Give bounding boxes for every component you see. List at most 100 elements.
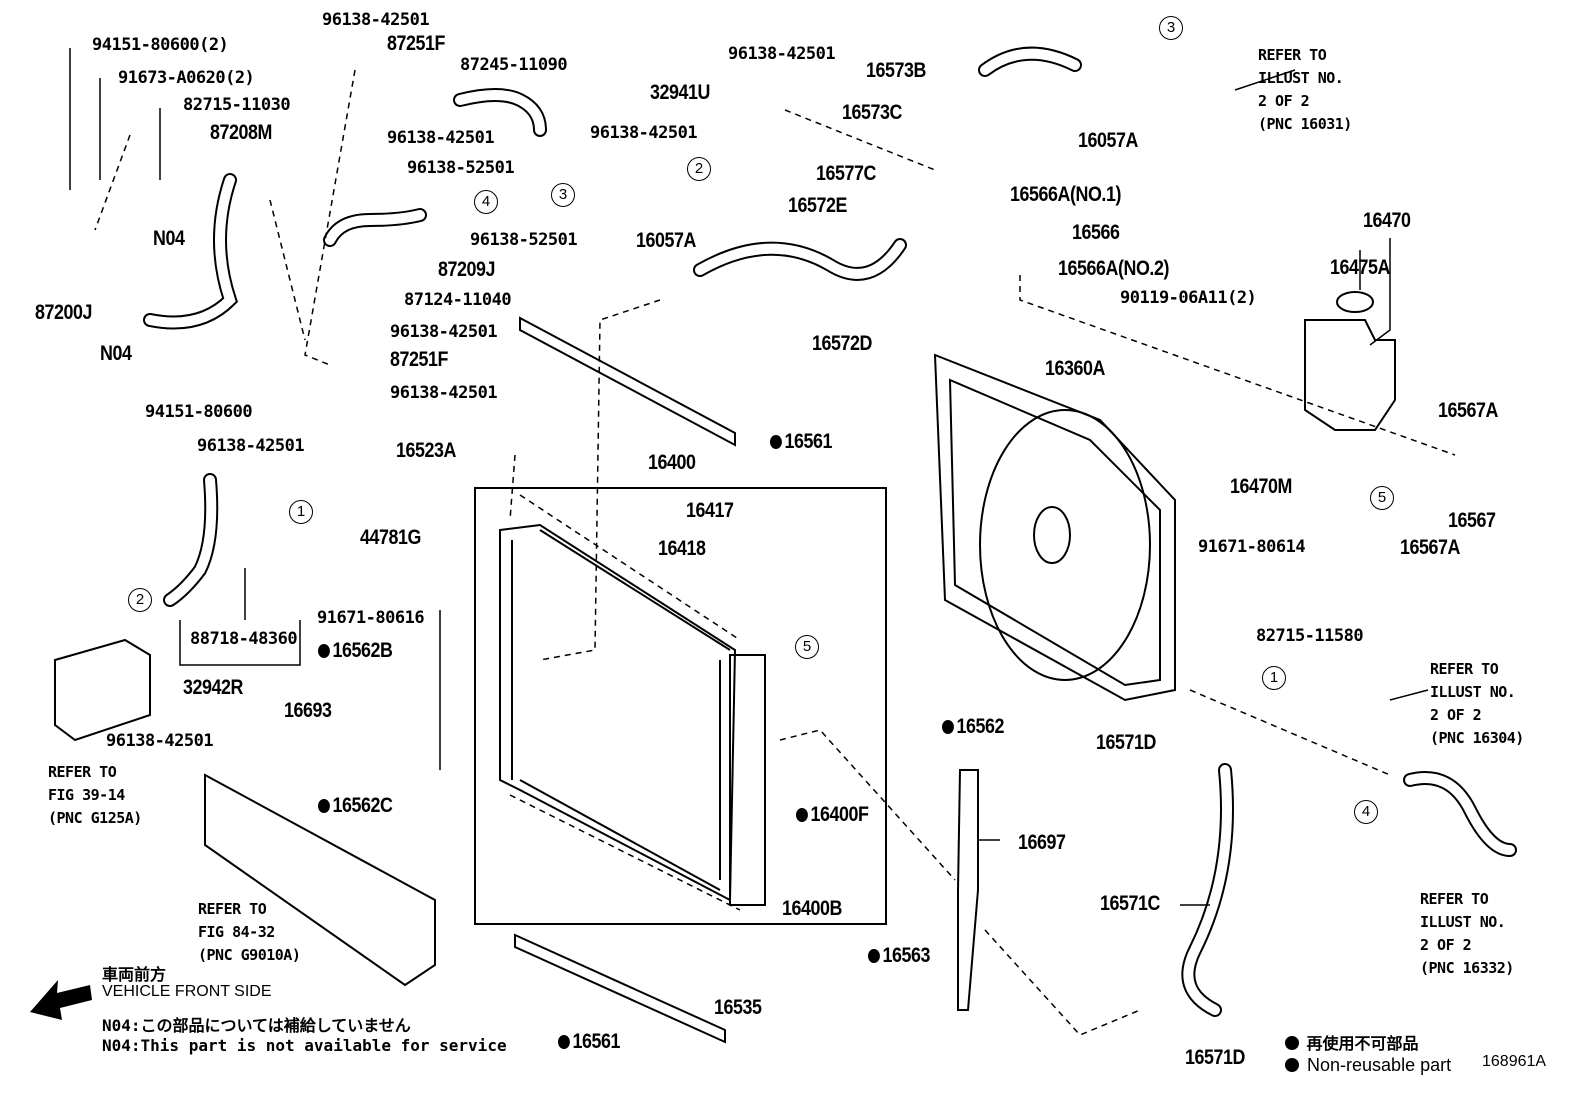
part-number-label: 96138-42501 [197,438,305,455]
part-number-text: REFER TO ILLUST NO. 2 OF 2 (PNC 16304) [1430,660,1524,747]
part-number-text: REFER TO FIG 39-14 (PNC G125A) [48,763,142,827]
part-number-label: 96138-52501 [470,232,578,249]
reference-note: REFER TO FIG 84-32 (PNC G9010A) [198,898,301,967]
part-number-text: 16567A [1438,399,1498,422]
part-number-label: 87208M [210,122,272,143]
part-number-text: 96138-42501 [387,128,495,148]
part-number-text: 16571D [1096,731,1156,754]
part-number-label: 16573B [866,60,926,81]
callout-marker: 3 [1159,16,1183,40]
part-number-label: 96138-42501 [322,12,430,29]
part-number-text: 16573B [866,59,926,82]
part-number-label: 16561 [770,431,832,452]
part-number-text: 16475A [1330,256,1390,279]
figure-id: 168961A [1482,1053,1547,1070]
part-number-text: 16400F [810,803,869,826]
part-number-label: 91673-A0620(2) [118,68,255,88]
part-number-text: 16567 [1448,509,1496,532]
vehicle-front-arrow-icon [30,980,92,1020]
part-number-label: 16566A(NO.2) [1058,258,1169,279]
part-number-label: 16523A [396,440,456,461]
part-number-text: 16567A [1400,536,1460,559]
part-number-label: 87251F [390,349,448,370]
legend-en: Non-reusable part [1285,1055,1451,1076]
part-number-label: N04 [153,228,185,249]
part-number-label: 16360A [1045,358,1105,379]
callout-marker: 1 [289,500,313,524]
reference-note: REFER TO ILLUST NO. 2 OF 2 (PNC 16031) [1258,44,1352,136]
part-number-label: 87245-11090 [460,57,568,74]
part-number-text: 87208M [210,121,272,144]
callout-marker: 1 [1262,666,1286,690]
part-number-text: 16571D [1185,1046,1245,1069]
part-number-label: 16571D [1096,732,1156,753]
legend-en-text: Non-reusable part [1307,1055,1452,1075]
part-number-label: 16057A [636,230,696,251]
part-number-label: 16561 [558,1031,620,1052]
part-number-label: 16562B [318,639,393,662]
fan-shroud [933,353,1176,702]
part-number-label: 16470M [1230,476,1292,497]
callout-marker: 2 [128,588,152,612]
part-number-label: 16577C [816,163,876,184]
non-reusable-dot-icon [942,720,954,734]
part-number-text: REFER TO ILLUST NO. 2 OF 2 (PNC 16332) [1420,890,1514,977]
intercooler [204,773,436,987]
part-number-label: 82715-11580 [1256,626,1364,646]
front-label-en: VEHICLE FRONT SIDE [102,983,272,1000]
part-number-text: 16562C [332,794,393,817]
part-number-label: 96138-42501 [387,128,495,148]
part-number-label: 91671-80614 [1198,539,1306,556]
part-number-label: 96138-42501 [728,46,836,63]
non-reusable-dot-icon [318,799,330,813]
part-number-text: 91673-A0620(2) [118,68,255,88]
part-number-label: 44781G [360,527,421,548]
part-number-text: 82715-11580 [1256,626,1364,646]
part-number-text: 87209J [438,258,496,281]
part-number-text: 16057A [1078,129,1138,152]
fan [979,409,1151,681]
part-number-label: 16566A(NO.1) [1010,184,1121,205]
part-number-label: 16400F [796,803,869,826]
part-number-text: 16697 [1018,831,1066,854]
callout-marker: 5 [795,635,819,659]
part-number-text: 16693 [284,699,332,722]
part-number-text: 16571C [1100,892,1160,915]
callout-marker: 3 [551,183,575,207]
part-number-text: 16566A(NO.2) [1058,257,1169,280]
part-number-label: 16567 [1448,510,1496,531]
hoses [143,46,1517,1017]
part-number-text: 16562B [332,639,393,662]
non-reusable-dot-icon [796,808,808,822]
part-number-label: 87124-11040 [404,292,512,309]
part-number-text: 32941U [650,81,710,104]
part-number-label: 96138-52501 [407,158,515,178]
part-number-text: 96138-42501 [106,731,214,751]
part-number-label: 16567A [1400,537,1460,558]
part-number-text: 44781G [360,526,421,549]
part-number-label: 16057A [1078,130,1138,151]
part-number-text: 16470M [1230,475,1292,498]
part-number-label: 96138-42501 [590,123,698,143]
legend-jp: 再使用不可部品 [1285,1030,1418,1054]
non-reusable-dot-icon [318,644,330,658]
non-reusable-dot-icon [558,1035,570,1049]
part-number-label: 16567A [1438,400,1498,421]
part-number-text: 32942R [183,676,243,699]
side-deflector [957,769,979,1011]
part-number-label: 90119-06A11(2) [1120,290,1257,307]
part-number-text: REFER TO ILLUST NO. 2 OF 2 (PNC 16031) [1258,46,1352,133]
part-number-label: 16475A [1330,257,1390,278]
part-number-text: 87251F [387,32,445,55]
part-number-label: 16572E [788,195,847,216]
part-number-label: 87209J [438,259,495,280]
part-number-label: 16693 [284,700,332,721]
part-number-text: 96138-42501 [590,123,698,143]
reference-note: REFER TO ILLUST NO. 2 OF 2 (PNC 16332) [1420,888,1514,980]
part-number-text: 96138-52501 [407,158,515,178]
part-number-label: N04 [100,343,132,364]
part-number-text: 16360A [1045,357,1105,380]
part-number-label: 91671-80616 [317,610,425,627]
part-number-text: 16418 [658,537,706,560]
